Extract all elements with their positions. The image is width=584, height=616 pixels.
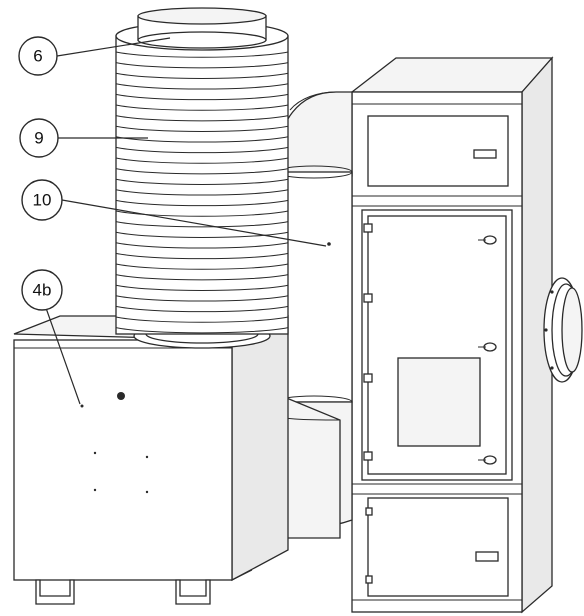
filter-pleat [115,146,289,154]
filter-pleat [115,284,289,291]
filter-pleat [115,62,289,69]
filter-pleat [115,83,289,90]
filter-pleat [115,221,289,228]
filter-pleat [115,93,289,101]
filter-pleat [115,242,289,249]
filter-pleat [115,104,289,111]
filter-pleat [115,210,289,217]
callout-10: 10 [21,179,327,247]
door-handle-top [478,235,497,245]
filter-column [115,7,289,349]
filter-pleat [115,316,289,323]
filter-pleat [115,327,289,334]
filter-pleat [115,231,289,238]
callout-9-label: 9 [34,129,43,148]
filter-pleat [115,263,289,270]
door-handle-middle [478,342,497,352]
top-cap [115,7,289,51]
filter-pleat [115,125,289,132]
access-door [361,209,513,481]
filter-pleat [115,51,289,58]
filter-pleat [115,115,289,122]
filter-pleat [115,295,289,302]
filter-pleat [115,72,289,79]
callout-9: 9 [19,118,148,158]
callout-6: 6 [18,36,171,76]
filter-pleat [115,199,289,207]
outlet-flange [543,277,583,383]
filter-pleat [115,136,289,143]
top-drawer-panel [367,115,509,187]
callout-10-label: 10 [33,191,52,210]
filter-pleat [115,274,289,281]
filter-pleat [115,305,289,313]
callout-4b: 4b [21,269,81,405]
collector-box [13,315,289,605]
bottom-drawer-panel [365,497,509,597]
filter-pleat [115,157,289,164]
filter-cabinet [350,56,583,614]
filter-pleat [115,252,289,260]
door-handle-bottom [478,455,497,465]
filter-pleat [115,178,289,185]
filter-pleat [115,189,289,196]
callout-4b-label: 4b [33,281,52,300]
filter-pleat [115,168,289,175]
callout-6-label: 6 [33,47,42,66]
